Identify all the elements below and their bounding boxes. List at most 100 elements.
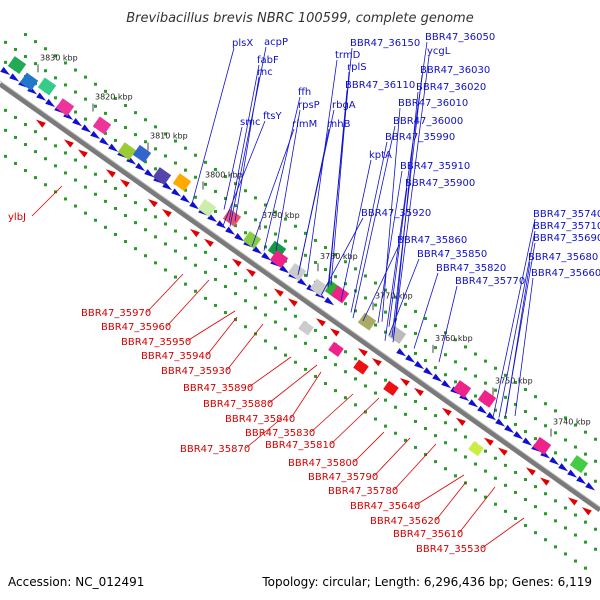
leader-line-reverse: [458, 486, 496, 534]
reverse-gene-arrow: [161, 208, 172, 218]
gc-dot: [54, 144, 57, 148]
gc-dot: [264, 203, 267, 207]
gc-dot: [384, 310, 387, 314]
gc-dot: [534, 437, 537, 441]
gc-dot: [304, 273, 307, 277]
gc-dot: [54, 190, 57, 194]
gc-dot: [194, 289, 197, 293]
gc-dot: [514, 402, 517, 406]
gc-dot: [584, 540, 587, 544]
leader-line-forward: [377, 170, 403, 324]
gc-dot: [224, 197, 227, 201]
gc-dot: [594, 459, 597, 463]
gc-dot: [584, 472, 587, 476]
forward-gene-arrow: [36, 92, 47, 101]
gc-dot: [244, 325, 247, 329]
gene-label-forward: BBR47_35690: [533, 233, 600, 244]
leader-line-reverse: [330, 397, 380, 445]
forward-gene-arrow: [504, 424, 515, 433]
leader-line-reverse: [186, 310, 236, 342]
gc-dot: [384, 330, 387, 334]
leader-line-reverse: [31, 185, 63, 217]
gc-dot: [434, 434, 437, 438]
gc-dot: [584, 566, 587, 570]
gc-dot: [594, 437, 597, 441]
gc-dot: [14, 115, 17, 119]
forward-gene-arrow: [45, 98, 56, 108]
gc-dot: [364, 296, 367, 300]
forward-gene-arrow: [261, 252, 272, 261]
reverse-gene-arrow: [413, 387, 424, 397]
forward-gene-arrow: [9, 73, 20, 82]
gc-dot: [244, 189, 247, 193]
forward-gene-arrow: [522, 437, 533, 446]
gc-dot: [564, 416, 567, 420]
gc-dot: [284, 307, 287, 311]
gc-dot: [244, 211, 247, 215]
forward-gene-arrow: [234, 233, 245, 242]
gc-dot: [314, 238, 317, 242]
forward-gene-arrow: [414, 360, 425, 370]
leader-line-forward: [223, 126, 243, 210]
gc-dot: [554, 499, 557, 503]
gc-dot: [234, 182, 237, 186]
gc-dot: [474, 374, 477, 378]
gc-dot: [304, 253, 307, 257]
reverse-gene-arrow: [525, 467, 536, 476]
gc-dot: [514, 422, 517, 426]
gene-label-forward: BBR47_36110: [345, 80, 415, 91]
gc-dot: [114, 96, 117, 100]
gc-dot: [494, 502, 497, 506]
reverse-gene-arrow: [497, 447, 508, 456]
gc-dot: [84, 165, 87, 169]
gc-dot: [284, 327, 287, 331]
gc-dot: [54, 76, 57, 80]
leader-line-reverse: [373, 437, 411, 477]
gc-dot: [114, 186, 117, 190]
gc-dot: [544, 492, 547, 496]
leader-line-forward: [505, 261, 531, 415]
gc-dot: [254, 306, 257, 310]
leader-line-reverse: [435, 481, 467, 521]
leader-line-forward: [388, 187, 408, 327]
gc-dot: [534, 531, 537, 535]
feature-block: [7, 56, 27, 75]
gc-dot: [424, 339, 427, 343]
gc-dot: [274, 300, 277, 304]
gc-dot: [484, 359, 487, 363]
forward-gene-arrow: [468, 399, 479, 408]
gc-dot: [54, 164, 57, 168]
forward-gene-arrow: [324, 296, 335, 306]
gc-dot: [274, 320, 277, 324]
gc-dot: [474, 352, 477, 356]
gc-dot: [504, 395, 507, 399]
gc-dot: [144, 118, 147, 122]
gc-dot: [214, 167, 217, 171]
gc-dot: [524, 478, 527, 482]
gc-dot: [424, 407, 427, 411]
leader-line-forward: [514, 277, 534, 417]
gc-dot: [24, 169, 27, 173]
gene-label-reverse: BBR47_35960: [101, 322, 171, 333]
gc-dot: [484, 495, 487, 499]
gc-dot: [274, 346, 277, 350]
gc-dot: [434, 460, 437, 464]
reverse-gene-arrow: [315, 318, 326, 327]
gc-dot: [244, 299, 247, 303]
gc-dot: [104, 89, 107, 93]
gene-label-reverse: BBR47_35890: [183, 383, 253, 394]
leader-line-forward: [392, 55, 430, 343]
feature-block: [92, 116, 112, 135]
gc-dot: [334, 275, 337, 279]
gc-dot: [524, 388, 527, 392]
gc-dot: [194, 153, 197, 157]
tick-label: 3830 kbp: [40, 53, 78, 62]
gc-dot: [264, 293, 267, 297]
gc-dot: [474, 394, 477, 398]
gc-dot: [564, 458, 567, 462]
leader-line-reverse: [393, 443, 437, 491]
gc-dot: [594, 547, 597, 551]
feature-block: [197, 199, 217, 217]
gc-dot: [534, 417, 537, 421]
leader-line-forward: [492, 218, 536, 418]
